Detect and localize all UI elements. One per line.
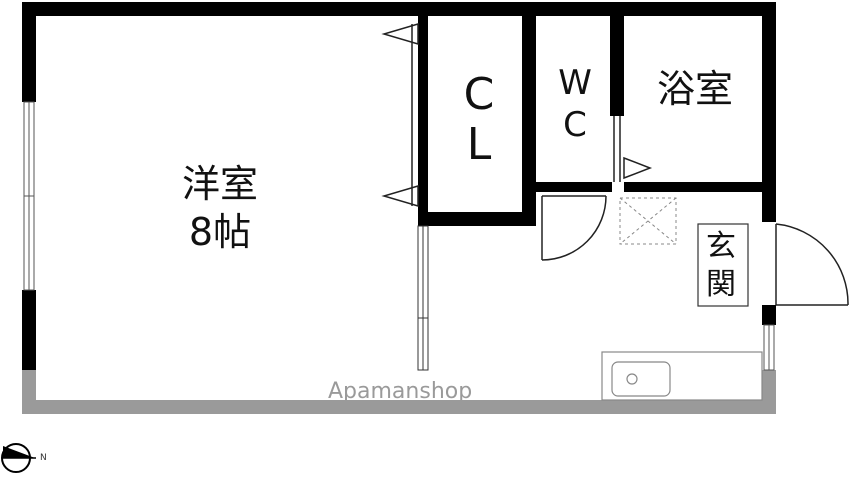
watermark: Apamanshop xyxy=(328,379,473,404)
entrance-label-line1: 玄 xyxy=(706,229,736,264)
right-window xyxy=(763,324,775,371)
left-window xyxy=(23,101,35,291)
balcony-edge xyxy=(22,370,776,414)
closet-walls xyxy=(418,16,536,226)
entry-door xyxy=(775,223,849,306)
bathroom-label: 浴室 xyxy=(656,67,733,111)
western-room-label: 洋室 8帖 xyxy=(150,160,290,256)
wc-door xyxy=(613,116,653,182)
kitchen-counter xyxy=(601,351,763,401)
toilet-label: W C xyxy=(546,62,604,146)
closet-doors xyxy=(381,22,419,208)
wc-door-swing xyxy=(541,195,607,261)
entrance-box xyxy=(697,223,749,307)
wet-area-walls xyxy=(536,16,776,192)
closet-label-line2: L xyxy=(466,119,492,170)
compass-north-label: N xyxy=(40,453,47,463)
entrance-label-line2: 関 xyxy=(706,267,736,302)
partition xyxy=(417,225,429,371)
exterior-walls xyxy=(22,2,776,370)
western-room-name: 洋室 xyxy=(181,162,258,206)
closet-label-line1: C xyxy=(463,69,495,120)
western-room-size: 8帖 xyxy=(188,210,252,254)
washer-space xyxy=(619,197,677,245)
toilet-label-line2: C xyxy=(563,105,587,145)
compass-icon xyxy=(1,443,36,473)
closet-label: C L xyxy=(452,70,506,170)
toilet-label-line1: W xyxy=(558,63,592,103)
entrance-label: 玄 関 xyxy=(702,228,740,304)
